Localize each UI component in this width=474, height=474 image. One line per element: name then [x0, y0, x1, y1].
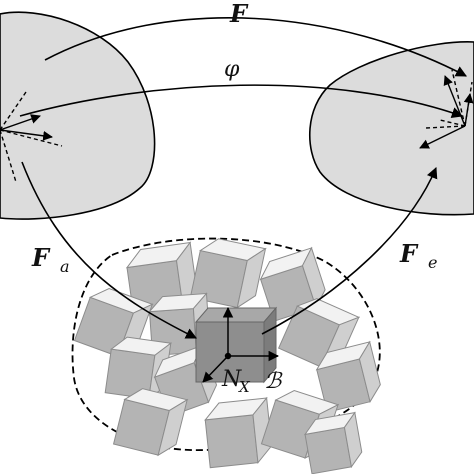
- phi-arrow: [19, 84, 464, 118]
- grain-cube: [112, 388, 189, 457]
- N-label: N: [221, 367, 242, 392]
- grain-cube: [204, 396, 273, 469]
- B-label: ℬ: [264, 369, 283, 394]
- grain-cube: [315, 340, 381, 413]
- grain-cluster: [73, 238, 381, 474]
- reference-frame: [0, 91, 63, 183]
- Fe-subscript: e: [428, 253, 437, 272]
- N-subscript: X: [238, 378, 251, 396]
- reference-body: [0, 11, 156, 220]
- Fe-label: F: [399, 239, 419, 268]
- center-crystal: [194, 306, 280, 384]
- Fa-subscript: a: [60, 257, 70, 276]
- grain-cube: [303, 411, 363, 474]
- F-label: F: [229, 0, 249, 28]
- Fa-arrow: [21, 161, 198, 339]
- Fe-arrow: [261, 166, 438, 335]
- F-arrow: [44, 17, 467, 77]
- Fa-label: F: [31, 243, 51, 272]
- grain-cube: [104, 336, 173, 400]
- rve-boundary: [71, 237, 381, 451]
- phi-label: φ: [224, 57, 240, 82]
